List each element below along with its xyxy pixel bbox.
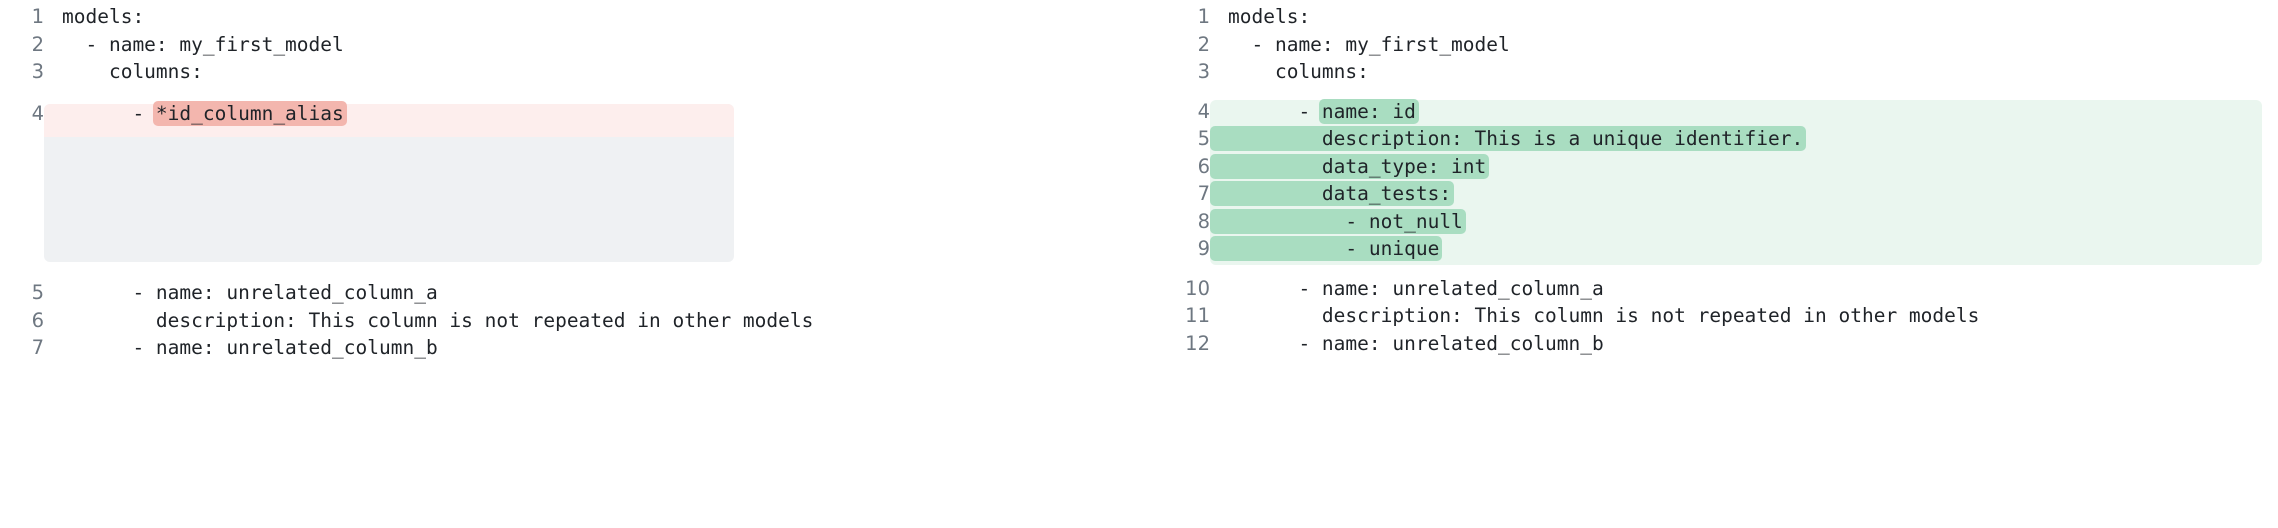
added-token: description: This is a unique identifier… xyxy=(1210,126,1807,151)
line-number: 11 xyxy=(1185,304,1210,327)
diff-pane-before: 1 models: 2 - name: my_first_model 3 col… xyxy=(0,3,1140,362)
line-content: - *id_column_alias xyxy=(44,100,1140,128)
code-line-added[interactable]: 8 - not_null xyxy=(1140,208,2278,236)
deleted-token: *id_column_alias xyxy=(152,100,347,126)
line-number: 2 xyxy=(1197,32,1210,56)
line-content: columns: xyxy=(1210,58,2278,86)
code-text-prefix: - xyxy=(1228,99,1322,123)
line-number: 12 xyxy=(1185,331,1210,355)
code-line[interactable]: 5 - name: unrelated_column_a xyxy=(0,279,1140,307)
code-line-added[interactable]: 7 data_tests: xyxy=(1140,180,2278,208)
line-content: columns: xyxy=(44,58,1140,86)
code-line[interactable]: 3 columns: xyxy=(1140,58,2278,86)
line-content: - not_null xyxy=(1210,208,2278,236)
code-text: - name: unrelated_column_a xyxy=(62,281,438,304)
code-text: models: xyxy=(1228,5,1311,28)
added-token: - not_null xyxy=(1210,208,1466,234)
line-number: 1 xyxy=(1197,5,1210,28)
code-text: models: xyxy=(62,5,145,28)
line-content: description: This column is not repeated… xyxy=(1210,302,2278,330)
code-text: - name: unrelated_column_b xyxy=(62,336,438,359)
code-line-added[interactable]: 9 - unique xyxy=(1140,235,2278,263)
code-text: description: This column is not repeated… xyxy=(1228,304,1980,327)
line-content: description: This column is not repeated… xyxy=(44,307,1140,335)
line-content: data_type: int xyxy=(1210,153,2278,181)
line-number: 7 xyxy=(31,336,44,359)
line-content: - name: unrelated_column_a xyxy=(1210,275,2278,303)
line-content: - unique xyxy=(1210,235,2278,263)
code-text: columns: xyxy=(62,60,203,83)
line-number: 3 xyxy=(1197,60,1210,83)
code-text: description: This column is not repeated… xyxy=(62,308,814,332)
line-number: 6 xyxy=(31,308,44,332)
line-content: models: xyxy=(44,3,1140,31)
diff-pane-after: 1 models: 2 - name: my_first_model 3 col… xyxy=(1140,0,2278,528)
code-text: columns: xyxy=(1228,60,1369,83)
code-text: - name: unrelated_column_a xyxy=(1228,276,1604,300)
code-line[interactable]: 11 description: This column is not repea… xyxy=(1140,302,2278,330)
line-content: - name: unrelated_column_b xyxy=(1210,330,2278,358)
code-line-added[interactable]: 6 data_type: int xyxy=(1140,153,2278,181)
code-line[interactable]: 2 - name: my_first_model xyxy=(0,31,1140,59)
line-content: description: This is a unique identifier… xyxy=(1210,125,2278,153)
code-line[interactable]: 1 models: xyxy=(0,3,1140,31)
code-line[interactable]: 6 description: This column is not repeat… xyxy=(0,307,1140,335)
added-token: - unique xyxy=(1210,236,1443,261)
line-content: - name: unrelated_column_a xyxy=(44,279,1140,307)
added-token: name: id xyxy=(1318,98,1419,124)
code-line[interactable]: 1 models: xyxy=(1140,3,2278,31)
code-line[interactable]: 3 columns: xyxy=(0,58,1140,86)
line-content: - name: id xyxy=(1210,98,2278,126)
code-line[interactable]: 2 - name: my_first_model xyxy=(1140,31,2278,59)
line-number: 4 xyxy=(31,101,44,125)
line-content: - name: my_first_model xyxy=(44,31,1140,59)
code-line-added[interactable]: 4 - name: id xyxy=(1140,98,2278,126)
line-number: 3 xyxy=(31,60,44,83)
code-text: - name: unrelated_column_b xyxy=(1228,331,1604,355)
line-number: 5 xyxy=(31,281,44,304)
code-line-added[interactable]: 5 description: This is a unique identifi… xyxy=(1140,125,2278,153)
line-number: 8 xyxy=(1197,209,1210,233)
code-line[interactable]: 10 - name: unrelated_column_a xyxy=(1140,275,2278,303)
line-number: 4 xyxy=(1197,99,1210,123)
line-content: data_tests: xyxy=(1210,180,2278,208)
code-text-prefix: - xyxy=(62,101,156,125)
line-content: - name: my_first_model xyxy=(1210,31,2278,59)
added-token: data_tests: xyxy=(1210,181,1455,206)
code-line[interactable]: 7 - name: unrelated_column_b xyxy=(0,334,1140,362)
added-token: data_type: int xyxy=(1210,153,1490,179)
line-number: 7 xyxy=(1197,182,1210,205)
code-text: - name: my_first_model xyxy=(62,32,344,56)
line-number: 10 xyxy=(1185,276,1210,300)
line-content: models: xyxy=(1210,3,2278,31)
line-number: 6 xyxy=(1197,154,1210,178)
code-line[interactable]: 12 - name: unrelated_column_b xyxy=(1140,330,2278,358)
line-number: 1 xyxy=(31,5,44,28)
line-content: - name: unrelated_column_b xyxy=(44,334,1140,362)
line-number: 2 xyxy=(31,32,44,56)
line-number: 5 xyxy=(1197,127,1210,150)
line-number: 9 xyxy=(1197,237,1210,260)
code-line-deleted[interactable]: 4 - *id_column_alias xyxy=(0,100,1140,128)
code-text: - name: my_first_model xyxy=(1228,32,1510,56)
